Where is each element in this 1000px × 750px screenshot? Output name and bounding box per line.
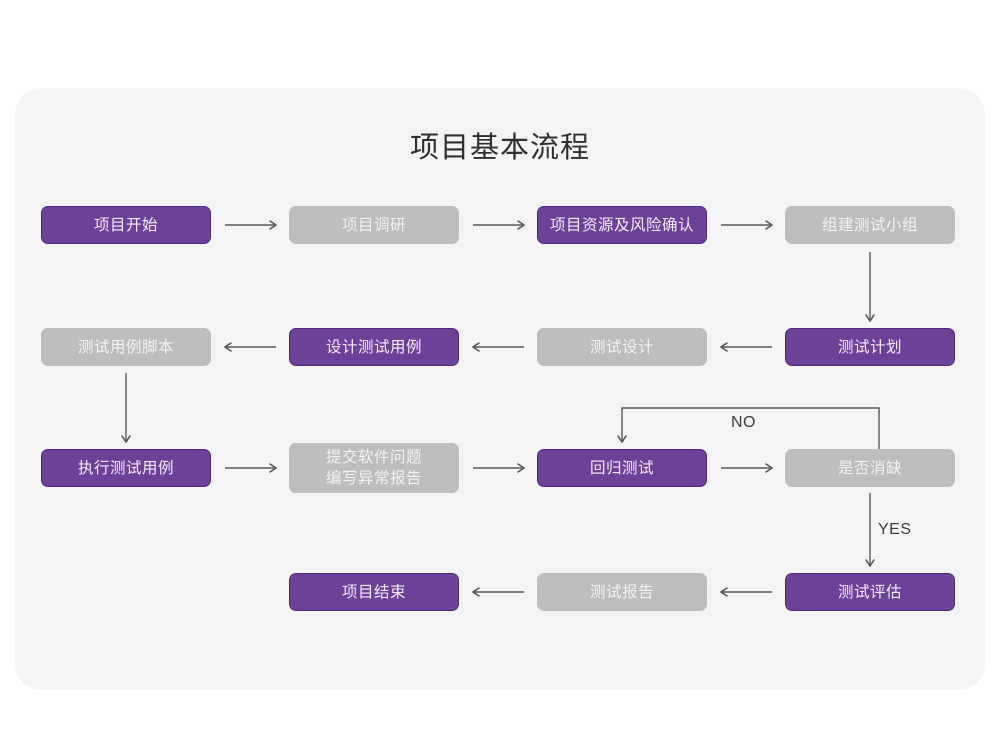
node-test-case-script[interactable]: 测试用例脚本 [41, 328, 211, 366]
node-test-report[interactable]: 测试报告 [537, 573, 707, 611]
node-resource-risk-confirm[interactable]: 项目资源及风险确认 [537, 206, 707, 244]
page-title: 项目基本流程 [409, 132, 590, 164]
node-defect-resolved[interactable]: 是否消缺 [785, 449, 955, 487]
edge-label-no: NO [731, 414, 756, 431]
node-project-research[interactable]: 项目调研 [289, 206, 459, 244]
node-design-test-case[interactable]: 设计测试用例 [289, 328, 459, 366]
node-test-design[interactable]: 测试设计 [537, 328, 707, 366]
node-form-test-team[interactable]: 组建测试小组 [785, 206, 955, 244]
node-project-end[interactable]: 项目结束 [289, 573, 459, 611]
node-regression-test[interactable]: 回归测试 [537, 449, 707, 487]
node-submit-defect-report[interactable]: 提交软件问题 编写异常报告 [289, 443, 459, 493]
node-test-evaluation[interactable]: 测试评估 [785, 573, 955, 611]
node-test-plan[interactable]: 测试计划 [785, 328, 955, 366]
edge-label-yes: YES [878, 521, 912, 538]
node-execute-test-case[interactable]: 执行测试用例 [41, 449, 211, 487]
node-project-start[interactable]: 项目开始 [41, 206, 211, 244]
